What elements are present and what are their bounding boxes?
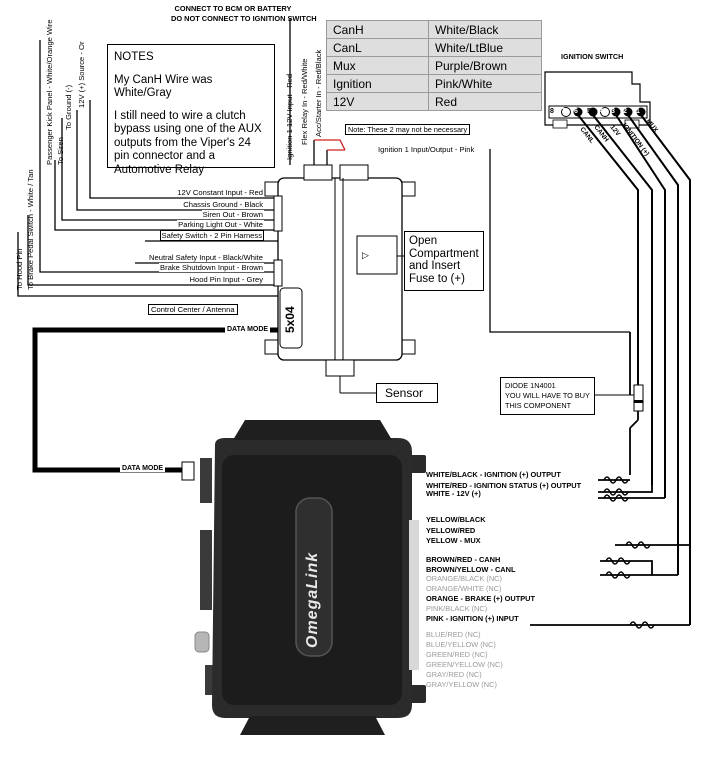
left-wire-label: 12V (+) Source - Or [77,41,86,108]
ignition-switch-title: IGNITION SWITCH [561,52,624,61]
color-table-color: Pink/White [428,74,542,93]
top-wire-label: Ignition 1 12V Input - Red [285,73,294,160]
omegalink-output-label: ORANGE - BRAKE (+) OUTPUT [426,594,536,603]
module-5x04 [264,164,416,377]
module-input-label: Brake Shutdown Input - Brown [159,263,264,272]
omegalink-output-label: PINK/BLACK (NC) [426,604,488,613]
ignition-pin-number: 3 [611,108,615,115]
output-wires [530,479,690,626]
data-mode-cable [32,327,278,473]
notes-box: NOTES My CanH Wire was White/Gray I stil… [107,44,275,176]
color-table-color: Red [428,92,542,111]
ignition-pin-number: 7 [562,108,566,115]
left-wire-label: To Ground (-) [64,84,73,130]
module-input-label: Neutral Safety Input - Black/White [148,253,264,262]
ignition-pin-number: 2 [623,108,627,115]
color-table-signal: CanL [326,38,429,57]
left-wire-label: To Siren [56,137,65,165]
ignition-output-label: Ignition 1 Input/Output - Pink [378,145,475,154]
omegalink-output-label: YELLOW - MUX [426,536,481,545]
notes-line2: I still need to wire a clutch bypass usi… [114,109,262,176]
module-input-label: Chassis Ground - Black [182,200,264,209]
omegalink-output-label: WHITE/RED - IGNITION STATUS (+) OUTPUT [426,481,582,490]
color-table-signal: Mux [326,56,429,75]
omegalink-output-label: ORANGE/BLACK (NC) [426,574,502,583]
color-table-signal: Ignition [326,74,429,93]
omegalink-output-label: GRAY/YELLOW (NC) [426,680,497,689]
diode-component [629,384,644,475]
left-wire-label: To Hood Pin [15,248,24,290]
left-wire-label: Passenger Kick Panel - White/Orange Wire [45,19,54,165]
omegalink-output-label: WHITE/BLACK - IGNITION (+) OUTPUT [426,470,561,479]
ignition-pin-number: 1 [636,108,640,115]
ignition-pin-number: 8 [550,108,554,115]
notes-title: NOTES [114,51,154,63]
top-warning-line1: CONNECT TO BCM OR BATTERY [174,4,292,13]
diode-line2: YOU WILL HAVE TO BUY [505,391,590,400]
ignition-pin-number: 5 [587,108,591,115]
open-compartment-callout: Open Compartment and Insert Fuse to (+) [404,231,484,291]
diode-line1: DIODE 1N4001 [505,381,556,390]
omegalink-output-label: BLUE/YELLOW (NC) [426,640,496,649]
omegalink-output-label: YELLOW/RED [426,526,476,535]
ignition-pin-number: 4 [599,108,603,115]
omegalink-output-label: BROWN/YELLOW - CANL [426,565,516,574]
omegalink-output-label: GREEN/YELLOW (NC) [426,660,503,669]
top-wire-label: Flex Relay In - Red/White [300,58,309,145]
top-warning: CONNECT TO BCM OR BATTERY DO NOT CONNECT… [171,4,317,24]
color-table-signal: 12V [326,92,429,111]
data-mode-bottom-label: DATA MODE [120,465,166,472]
module-input-label: Safety Switch - 2 Pin Harness [159,230,264,241]
note-small: Note: These 2 may not be necessary [345,124,471,135]
omegalink-module [194,420,426,735]
control-center-label: Control Center / Antenna [148,304,238,315]
data-mode-top-label: DATA MODE [225,326,271,333]
module-input-label: Parking Light Out - White [177,220,264,229]
omegalink-output-label: GREEN/RED (NC) [426,650,488,659]
color-table-color: Purple/Brown [428,56,542,75]
omegalink-output-label: GRAY/RED (NC) [426,670,482,679]
ignition-switch-pin-numbers: 8 7 6 5 4 3 2 1 [550,108,645,118]
sensor-callout: Sensor [376,383,438,403]
omegalink-logo: OmegaLink [304,551,321,648]
omegalink-output-label: BLUE/RED (NC) [426,630,481,639]
omegalink-output-label: ORANGE/WHITE (NC) [426,584,502,593]
ignition-pin-number: 6 [574,108,578,115]
color-table-color: White/Black [428,20,542,39]
notes-line1: My CanH Wire was White/Gray [114,73,213,100]
omegalink-output-label: PINK - IGNITION (+) INPUT [426,614,519,623]
splice-loops [603,476,655,629]
module-input-label: Hood Pin Input - Grey [188,275,264,284]
diode-callout: DIODE 1N4001 YOU WILL HAVE TO BUY THIS C… [500,377,595,415]
top-wire-label: Acc/Starter In - Red/Black [314,49,323,137]
omegalink-output-label: YELLOW/BLACK [426,515,486,524]
diode-line3: THIS COMPONENT [505,401,572,410]
ignition-switch-wires [577,114,691,625]
omegalink-output-label: BROWN/RED - CANH [426,555,501,564]
omegalink-output-label: WHITE - 12V (+) [426,489,481,498]
color-table-color: White/LtBlue [428,38,542,57]
module-model-label: 5x04 [283,306,297,333]
module-input-label: Siren Out - Brown [201,210,264,219]
ignition-switch-pins [561,107,646,117]
fuse-arrow-icon: ▷ [362,250,369,260]
left-wire-label: To Brake Pedal Switch - White / Tan [26,169,35,290]
top-warning-line2: DO NOT CONNECT TO IGNITION SWITCH [171,14,317,23]
module-input-label: 12V Constant Input - Red [176,188,264,197]
color-table-signal: CanH [326,20,429,39]
